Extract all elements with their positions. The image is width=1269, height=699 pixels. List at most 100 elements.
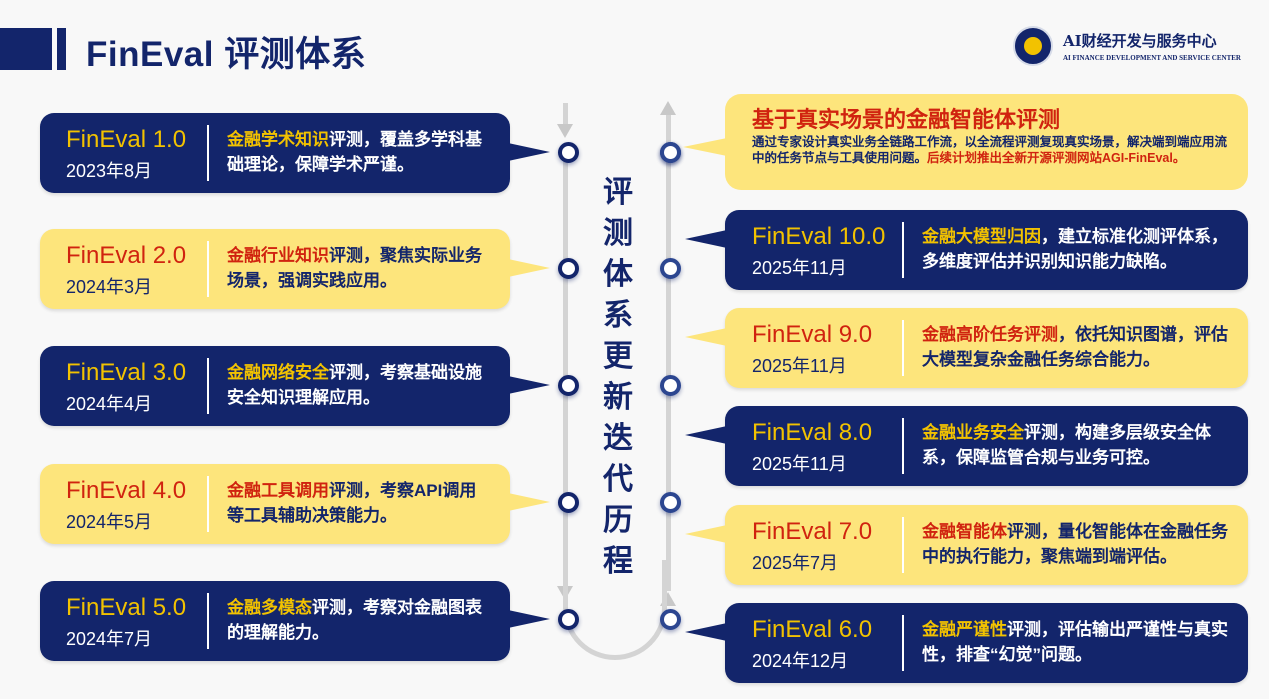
description-text: 评测，考察基础设施安全知识理解应用。 [227, 363, 482, 407]
page-title: FinEval 评测体系 [86, 35, 367, 74]
timeline-node [558, 258, 579, 279]
timeline-left-line [563, 160, 568, 585]
version-label: FinEval 5.0 [66, 594, 187, 621]
card-pointer [508, 493, 550, 511]
description-highlight: 金融业务安全 [922, 423, 1024, 442]
card-divider [207, 125, 209, 181]
description-highlight: 金融学术知识 [227, 130, 329, 149]
description-text: 评测，构建多层级安全体系，保障监管合规与业务可控。 [922, 423, 1211, 467]
timeline-left-line [563, 103, 568, 126]
card-divider [902, 222, 904, 278]
future-card-body: 通过专家设计真实业务全链路工作流，以全流程评测复现真实场景，解决端到端应用流中的… [752, 134, 1232, 166]
card-description: 金融网络安全评测，考察基础设施安全知识理解应用。 [227, 360, 490, 410]
description-text: 评测，量化智能体在金融任务中的执行能力，聚焦端到端评估。 [922, 522, 1228, 566]
description-text: ，建立标准化测评体系，多维度评估并识别知识能力缺陷。 [922, 227, 1228, 271]
future-card: 基于真实场景的金融智能体评测 通过专家设计真实业务全链路工作流，以全流程评测复现… [683, 94, 1248, 190]
version-label: FinEval 4.0 [66, 477, 187, 504]
timeline-node [660, 142, 681, 163]
card-description: 金融智能体评测，量化智能体在金融任务中的执行能力，聚焦端到端评估。 [922, 519, 1228, 569]
org-logo: AI财经开发与服务中心 AI FINANCE DEVELOPMENT AND S… [1013, 26, 1243, 70]
description-text: 评测，考察API调用等工具辅助决策能力。 [227, 481, 477, 525]
description-highlight: 金融网络安全 [227, 363, 329, 382]
version-card: FinEval 4.0 2024年5月 金融工具调用评测，考察API调用等工具辅助决… [40, 464, 550, 544]
version-card: FinEval 10.0 2025年11月 金融大模型归因，建立标准化测评体系，多维… [685, 210, 1248, 290]
timeline-node [558, 609, 579, 630]
description-text: 评测，覆盖多学科基础理论，保障学术严谨。 [227, 130, 482, 174]
header-accent-bar-thin [57, 28, 66, 70]
version-card: FinEval 9.0 2025年11月 金融高阶任务评测，依托知识图谱，评估大模型… [685, 308, 1248, 388]
description-highlight: 金融智能体 [922, 522, 1007, 541]
description-highlight: 金融严谨性 [922, 620, 1007, 639]
card-pointer [685, 525, 727, 543]
card-divider [207, 241, 209, 297]
version-label: FinEval 6.0 [752, 616, 873, 643]
version-label: FinEval 2.0 [66, 242, 187, 269]
card-description: 金融工具调用评测，考察API调用等工具辅助决策能力。 [227, 478, 490, 528]
version-label: FinEval 9.0 [752, 321, 873, 348]
card-pointer [683, 138, 727, 156]
card-pointer [685, 426, 727, 444]
release-date: 2024年5月 [66, 512, 153, 532]
timeline-right-line [666, 114, 671, 591]
card-pointer [508, 259, 550, 277]
card-description: 金融多模态评测，考察对金融图表的理解能力。 [227, 595, 490, 645]
future-card-plan: 后续计划推出全新开源评测网站AGI-FinEval。 [927, 151, 1186, 165]
header-accent-bar [0, 28, 52, 70]
release-date: 2025年7月 [752, 553, 839, 573]
card-pointer [508, 376, 550, 394]
future-card-title: 基于真实场景的金融智能体评测 [752, 107, 1061, 132]
description-highlight: 金融行业知识 [227, 246, 329, 265]
timeline-title: 评测体系更新迭代历程 [603, 176, 633, 578]
card-divider [902, 517, 904, 573]
timeline-node [660, 375, 681, 396]
card-pointer [508, 610, 550, 628]
description-text: 评测，聚焦实际业务场景，强调实践应用。 [227, 246, 482, 290]
version-card: FinEval 5.0 2024年7月 金融多模态评测，考察对金融图表的理解能力。 [40, 581, 550, 661]
version-card: FinEval 6.0 2024年12月 金融严谨性评测，评估输出严谨性与真实性，排… [685, 603, 1248, 683]
timeline-node [558, 142, 579, 163]
release-date: 2025年11月 [752, 356, 847, 376]
release-date: 2024年7月 [66, 629, 153, 649]
card-divider [902, 418, 904, 474]
card-pointer [685, 328, 727, 346]
description-highlight: 金融多模态 [227, 598, 312, 617]
description-text: ，依托知识图谱，评估大模型复杂金融任务综合能力。 [922, 325, 1228, 369]
description-highlight: 金融工具调用 [227, 481, 329, 500]
timeline-node [660, 258, 681, 279]
card-description: 金融行业知识评测，聚焦实际业务场景，强调实践应用。 [227, 243, 490, 293]
description-highlight: 金融大模型归因 [922, 227, 1041, 246]
logo-emblem-icon [1013, 26, 1053, 66]
release-date: 2025年11月 [752, 454, 847, 474]
release-date: 2025年11月 [752, 258, 847, 278]
logo-name-cn: AI财经开发与服务中心 [1063, 32, 1217, 50]
release-date: 2024年4月 [66, 394, 153, 414]
description-highlight: 金融高阶任务评测 [922, 325, 1058, 344]
card-pointer [685, 623, 727, 641]
timeline-node [558, 492, 579, 513]
card-divider [207, 593, 209, 649]
card-description: 金融大模型归因，建立标准化测评体系，多维度评估并识别知识能力缺陷。 [922, 224, 1228, 274]
release-date: 2024年3月 [66, 277, 153, 297]
card-description: 金融严谨性评测，评估输出严谨性与真实性，排查“幻觉”问题。 [922, 617, 1228, 667]
timeline-node [660, 492, 681, 513]
future-card-text: 通过专家设计真实业务全链路工作流，以全流程评测复现真实场景，解决端到端应用流中的… [752, 135, 1228, 165]
card-divider [207, 358, 209, 414]
logo-name-en: AI FINANCE DEVELOPMENT AND SERVICE CENTE… [1063, 54, 1241, 62]
card-description: 金融业务安全评测，构建多层级安全体系，保障监管合规与业务可控。 [922, 420, 1228, 470]
card-divider [902, 615, 904, 671]
card-pointer [685, 230, 727, 248]
version-label: FinEval 3.0 [66, 359, 187, 386]
version-card: FinEval 2.0 2024年3月 金融行业知识评测，聚焦实际业务场景，强调实践… [40, 229, 550, 309]
version-label: FinEval 10.0 [752, 223, 886, 250]
release-date: 2023年8月 [66, 161, 153, 181]
description-text: 评测，评估输出严谨性与真实性，排查“幻觉”问题。 [922, 620, 1228, 664]
version-card: FinEval 3.0 2024年4月 金融网络安全评测，考察基础设施安全知识理解应… [40, 346, 550, 426]
card-divider [207, 476, 209, 532]
release-date: 2024年12月 [752, 651, 849, 671]
arrow-down-icon [557, 124, 573, 138]
card-divider [902, 320, 904, 376]
timeline-node [558, 375, 579, 396]
